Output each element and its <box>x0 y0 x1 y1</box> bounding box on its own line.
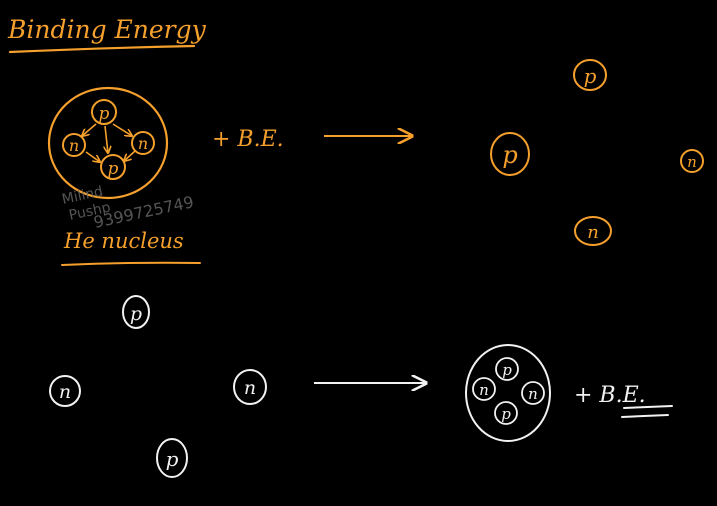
watermark: Milind Pushp 9399725749 <box>61 184 196 232</box>
heading-underline <box>8 44 196 54</box>
bottom-nucleus-neutron-left: n <box>472 377 496 401</box>
svg-text:n: n <box>687 153 697 171</box>
nucleus-neutron-left: n <box>62 133 86 157</box>
bottom-neutron-1: n <box>49 375 81 407</box>
svg-text:p: p <box>130 303 142 325</box>
nucleus-neutron-right: n <box>131 131 155 155</box>
nucleus-caption-underline <box>61 261 201 266</box>
bottom-proton-1: p <box>122 295 150 329</box>
bottom-nucleus-proton-top: p <box>495 357 519 381</box>
svg-text:n: n <box>479 381 489 399</box>
free-neutron-1: n <box>574 216 612 246</box>
svg-text:p: p <box>501 405 511 423</box>
bottom-nucleus-proton-bottom: p <box>494 401 518 425</box>
bottom-nucleus-neutron-right: n <box>521 381 545 405</box>
nucleus-caption-text: He nucleus <box>63 229 184 253</box>
binding-energy-term-top: + B.E. <box>212 127 284 152</box>
svg-text:n: n <box>528 385 538 403</box>
heading-text: Binding Energy <box>7 15 207 44</box>
binding-energy-underline-2 <box>621 414 669 418</box>
force-arrow-bottom-right <box>124 150 136 161</box>
helium-nucleus-top: p n n p <box>47 86 169 200</box>
nucleus-proton-top: p <box>91 99 117 125</box>
binding-energy-term-bottom: + B.E. <box>574 383 646 408</box>
force-arrow-left <box>82 123 97 136</box>
nucleus-outline <box>47 86 169 200</box>
bottom-proton-2: p <box>156 438 188 478</box>
bottom-neutron-2: n <box>233 369 267 405</box>
force-arrow-right <box>112 123 132 136</box>
nucleus-bottom-outline <box>465 344 551 442</box>
svg-text:n: n <box>138 134 148 153</box>
svg-text:n: n <box>69 136 79 155</box>
nucleus-proton-bottom: p <box>100 154 126 180</box>
free-proton-2: p <box>490 132 530 176</box>
svg-text:p: p <box>502 361 512 379</box>
svg-text:p: p <box>584 64 597 88</box>
svg-text:p: p <box>108 159 119 179</box>
free-neutron-2: n <box>680 149 704 173</box>
svg-text:n: n <box>244 377 256 399</box>
force-arrow-bottom-left <box>85 151 100 162</box>
heading: Binding Energy <box>7 15 207 54</box>
helium-nucleus-bottom: p n n p <box>465 344 551 442</box>
free-proton-1: p <box>573 59 607 91</box>
svg-text:p: p <box>166 447 179 471</box>
nucleus-caption: He nucleus <box>61 229 201 266</box>
force-arrow-down <box>105 125 108 153</box>
svg-text:p: p <box>99 104 110 124</box>
svg-text:n: n <box>59 381 71 403</box>
svg-text:n: n <box>587 222 599 243</box>
svg-text:p: p <box>502 141 517 169</box>
binding-energy-underline-1 <box>623 405 673 409</box>
